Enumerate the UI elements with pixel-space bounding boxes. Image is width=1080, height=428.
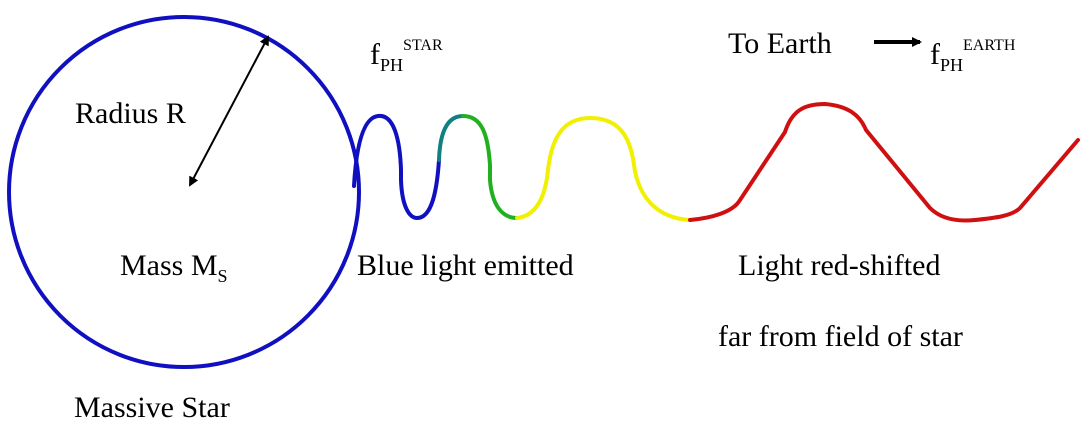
star-frequency-main: f [370,38,380,71]
wave-yellow-segment [515,115,692,222]
earth-frequency-sup: EARTH [963,37,1016,54]
earth-frequency-label: fPHEARTH [930,37,1016,75]
star-frequency-label: fPHSTAR [370,37,443,75]
wave-teal-segment [437,114,465,162]
star-frequency-sub: PH [380,55,404,75]
radius-label: Radius R [75,97,186,130]
wave-green-segment [461,114,519,220]
star-circle [7,15,361,369]
radius-arrow [189,35,269,187]
wave-red-segment [688,101,1080,223]
mass-label: Mass MS [120,249,228,286]
earth-frequency-sub: PH [940,55,964,75]
mass-sub: S [217,266,228,286]
blue-light-label: Blue light emitted [357,249,574,282]
red-shift-label: Light red-shifted [738,249,941,282]
to-earth-label: To Earth [728,27,832,60]
earth-frequency-main: f [930,38,940,71]
mass-main: Mass M [120,249,218,282]
wave-blue-segment [352,113,441,221]
red-shift-label-line2: far from field of star [718,320,963,353]
massive-star-label: Massive Star [74,391,230,424]
star-frequency-sup: STAR [403,37,443,54]
